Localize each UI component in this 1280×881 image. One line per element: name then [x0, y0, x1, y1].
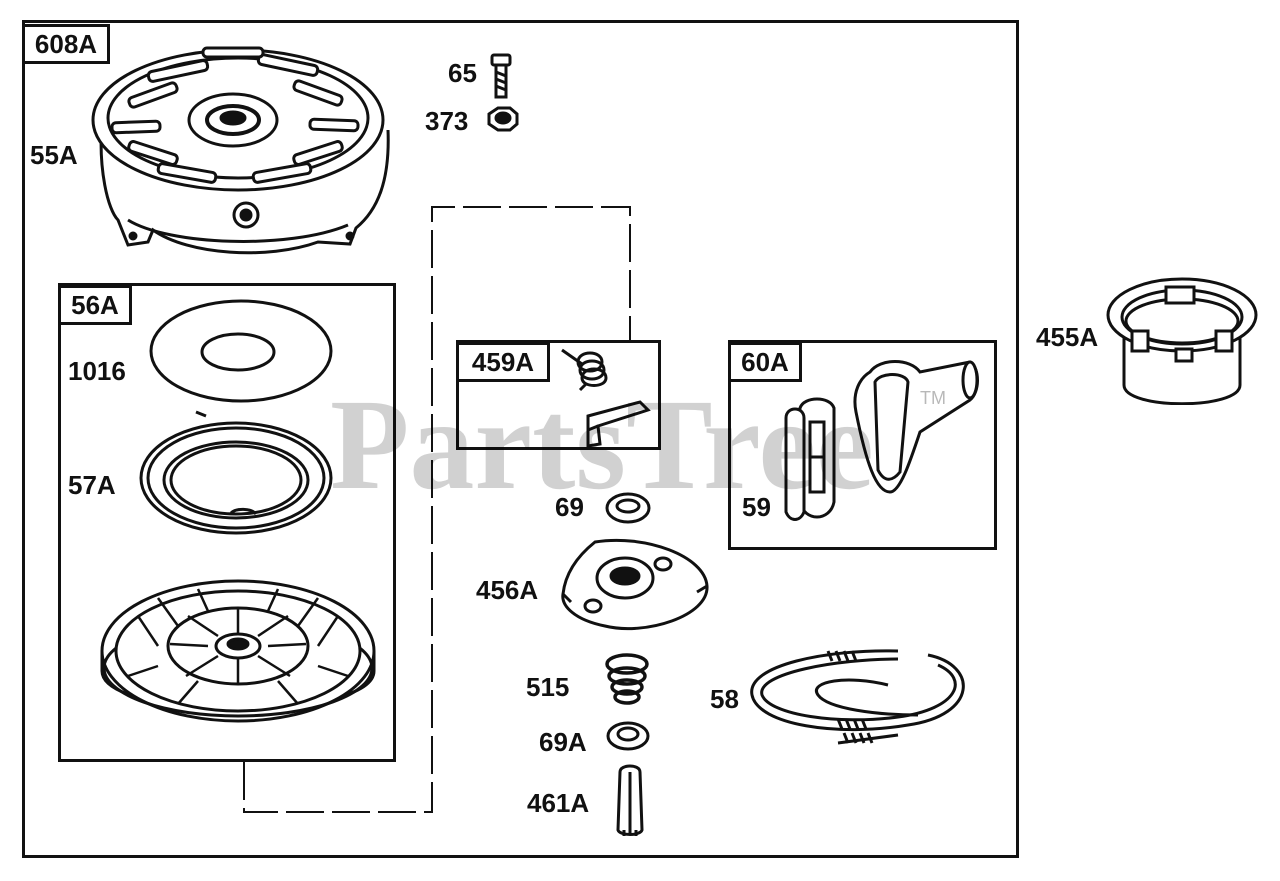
part-label-69a[interactable]: 69A — [539, 727, 587, 757]
part-label-515[interactable]: 515 — [526, 672, 570, 702]
group-tag-56a[interactable]: 56A — [58, 285, 132, 325]
watermark-trademark: TM — [920, 388, 946, 408]
part-label-58[interactable]: 58 — [710, 684, 739, 714]
bolt-drawing[interactable] — [486, 52, 516, 102]
compression-spring-drawing[interactable] — [602, 650, 652, 710]
retainer-drawing[interactable] — [555, 536, 715, 636]
group-frame-459a — [456, 340, 661, 450]
watermark-text: PartsTree — [330, 373, 874, 517]
part-label-57a[interactable]: 57A — [68, 470, 116, 500]
part-label-456a[interactable]: 456A — [476, 575, 539, 605]
part-label-65[interactable]: 65 — [448, 58, 477, 88]
group-frame-56a — [58, 283, 396, 762]
starter-handle-drawing[interactable] — [780, 352, 980, 532]
starter-cup-drawing[interactable] — [1102, 275, 1262, 405]
part-label-59[interactable]: 59 — [742, 492, 771, 522]
washer-69a-drawing[interactable] — [603, 718, 653, 754]
dog-assembly-drawing[interactable] — [558, 344, 658, 454]
starter-rope-drawing[interactable] — [748, 645, 978, 755]
part-label-55a[interactable]: 55A — [30, 140, 78, 170]
pulley-drawing[interactable] — [98, 556, 378, 736]
blower-housing-drawing[interactable] — [88, 30, 408, 270]
part-label-69[interactable]: 69 — [555, 492, 584, 522]
group-frame-608a — [22, 20, 1019, 858]
pin-drawing[interactable] — [612, 762, 648, 838]
rewind-spring-drawing[interactable] — [136, 408, 336, 538]
part-label-373[interactable]: 373 — [425, 106, 469, 136]
group-tag-60a[interactable]: 60A — [728, 342, 802, 382]
nut-drawing[interactable] — [484, 104, 520, 134]
washer-69-drawing[interactable] — [603, 490, 653, 526]
part-label-1016[interactable]: 1016 — [68, 356, 126, 386]
part-label-455a[interactable]: 455A — [1036, 322, 1099, 352]
part-label-461a[interactable]: 461A — [527, 788, 590, 818]
group-tag-459a[interactable]: 459A — [456, 342, 550, 382]
group-tag-608a[interactable]: 608A — [22, 24, 110, 64]
large-washer-drawing[interactable] — [146, 296, 336, 406]
group-frame-60a — [728, 340, 997, 550]
